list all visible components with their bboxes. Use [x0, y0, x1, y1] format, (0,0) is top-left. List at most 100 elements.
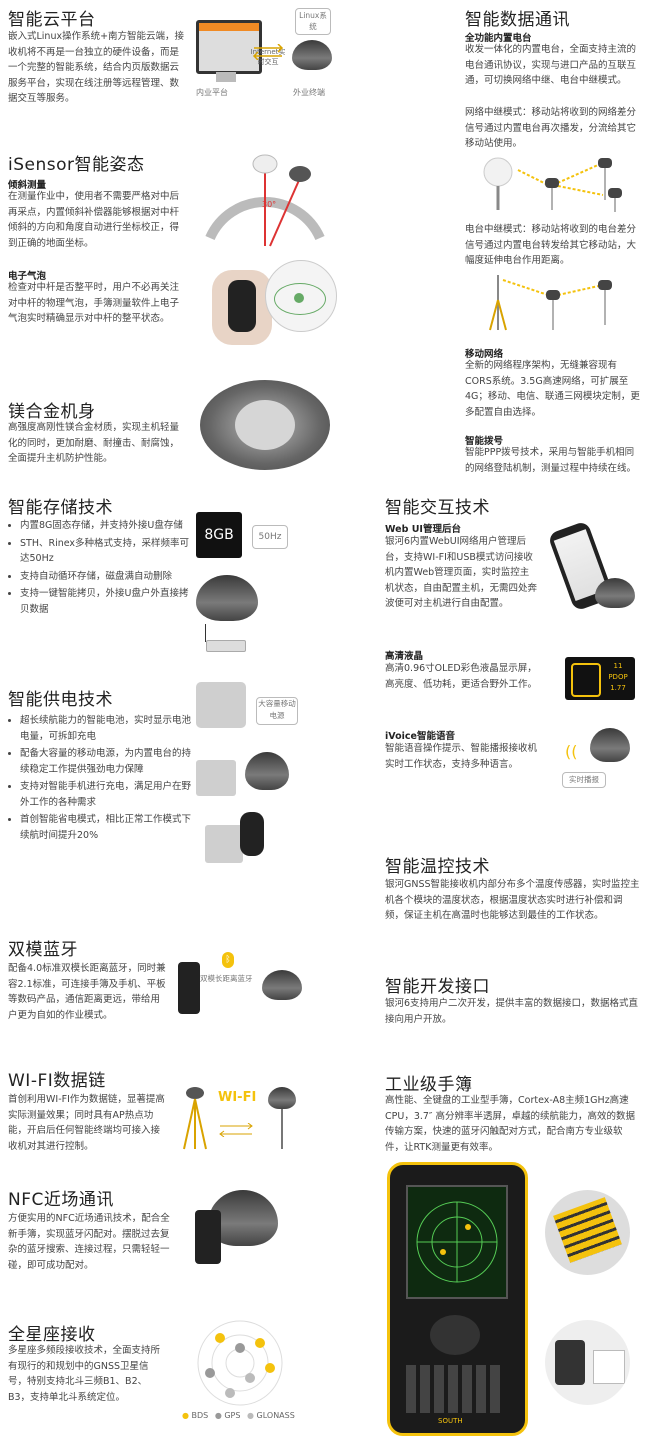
cloud-title: 智能云平台 [8, 10, 96, 30]
handheld-nfc [195, 1210, 221, 1264]
sd-card-icon: 8GB [196, 512, 242, 558]
usb-drive-icon [206, 640, 246, 652]
handheld-small [228, 280, 256, 332]
voice-tag: 实时播报 [562, 772, 606, 788]
radio-relay-text: 电台中继模式：移动站将收到的电台差分信号通过内置电台转发给其它移动站，大幅度延伸… [465, 224, 637, 266]
web-text: 银河6内置WebUI网络用户管理后台，支持WI-FI和USB模式访问接收机内置W… [385, 536, 538, 609]
storage-item: STH、Rinex多种格式支持，采样频率可达50Hz [20, 536, 192, 567]
mobile-title: 移动网络 [465, 349, 504, 360]
thermal-title: 智能温控技术 [385, 857, 490, 877]
wifi-icon: WI-FI [218, 1090, 257, 1105]
legend-glonass: GLONASS [256, 1411, 295, 1420]
alloy-text: 高强度高刚性镁合金材质，实现主机轻量化的同时，更加耐磨、耐撞击、耐腐蚀，全面提升… [8, 422, 180, 464]
storage-list: 内置8G固态存储，并支持外接U盘存储 STH、Rinex多种格式支持，采样频率可… [8, 518, 192, 619]
skyplot-diagram [190, 1318, 290, 1408]
power-item: 首创智能省电模式，相比正常工作模式下续航时间提升20% [20, 812, 192, 843]
power-item: 超长续航能力的智能电池，实时显示电池电量，可拆卸充电 [20, 713, 192, 744]
skyplot-legend: ● BDS ● GPS ● GLONASS [182, 1411, 295, 1420]
nfc-text: 方便实用的NFC近场通讯技术，配合全新手簿，实现蓝牙闪配对。摆脱过去复杂的蓝牙搜… [8, 1213, 170, 1271]
power-title: 智能供电技术 [8, 690, 113, 710]
exchange-arrows-icon [218, 1122, 254, 1138]
arrow-icon [252, 44, 284, 60]
tilt-diagram [200, 148, 330, 248]
receiver-powered-image [245, 752, 289, 790]
power-bank-tag: 大容量移动电源 [256, 697, 298, 725]
handheld-title: 工业级手簿 [385, 1075, 473, 1095]
nfc-title: NFC近场通讯 [8, 1190, 114, 1210]
radio-title: 全功能内置电台 [465, 33, 532, 44]
monitor-stand [216, 72, 236, 82]
mobile-text: 全新的网络程序架构，无缝兼容现有CORS系统。3.5G高速网络，可扩展至4G；移… [465, 360, 640, 418]
receiver-bluetooth [262, 970, 302, 1000]
bluetooth-text: 配备4.0标准双模长距离蓝牙，同时兼容2.1标准，可连接手簿及手机、平板等数码产… [8, 963, 166, 1021]
lcd-text: 高清0.96寸OLED彩色液晶显示屏，高亮度、低功耗，更适合野外工作。 [385, 663, 538, 690]
usb-cable [205, 624, 206, 642]
dev-title: 智能开发接口 [385, 977, 490, 997]
battery-image [196, 682, 246, 728]
interaction-title: 智能交互技术 [385, 498, 490, 518]
thermal-text: 银河GNSS智能接收机内部分布多个温度传感器，实时监控主机各个模块的温度状态，根… [385, 879, 640, 921]
bluetooth-icon: ᛒ [222, 952, 234, 968]
lcd-title: 高清液晶 [385, 651, 424, 662]
voice-title: iVoice智能语音 [385, 731, 455, 742]
voice-text: 智能语音操作提示、智能播报接收机实时工作状态，支持多种语言。 [385, 743, 538, 770]
keypad-closeup [545, 1190, 630, 1275]
power-list: 超长续航能力的智能电池，实时显示电池电量，可拆卸充电 配备大容量的移动电源，为内… [8, 713, 192, 845]
legend-bds: BDS [191, 1411, 209, 1420]
alloy-inner [235, 400, 295, 450]
pole [281, 1109, 283, 1149]
tilt-text: 在测量作业中，使用者不需要严格对中后再采点，内置倾斜补偿器能够根据对中杆倾斜的方… [8, 191, 180, 249]
storage-title: 智能存储技术 [8, 498, 113, 518]
oled-value-3: 1.77 [610, 684, 626, 692]
sound-wave-icon: (( [565, 742, 578, 761]
storage-item: 支持自动循环存储，磁盘满自动删除 [20, 569, 192, 585]
oled-value-2: PDOP [608, 673, 628, 681]
radio-relay-diagram [478, 270, 643, 332]
tripod-image [180, 1085, 210, 1150]
internet-tag: Internet实时交互 [250, 48, 286, 66]
handheld-bluetooth [178, 962, 200, 1014]
wifi-text: 首创利用WI-FI作为数据链，显著提高实际测量效果；同时具有AP热点功能，开启后… [8, 1094, 165, 1152]
isensor-title: iSensor智能姿态 [8, 155, 145, 175]
smartphone-charging [240, 812, 264, 856]
comm-title: 智能数据通讯 [465, 10, 570, 30]
bluetooth-tag: 双模长距离蓝牙 [200, 974, 253, 983]
storage-item: 内置8G固态存储，并支持外接U盘存储 [20, 518, 192, 534]
constellation-title: 全星座接收 [8, 1325, 96, 1345]
bubble-text: 检查对中杆是否整平时，用户不必再关注对中杆的物理气泡，手簿测量软件上电子气泡实时… [8, 282, 180, 324]
handheld-brand: SOUTH [438, 1417, 463, 1425]
power-bank-image [196, 760, 236, 796]
ppp-title: 智能拨号 [465, 436, 504, 447]
net-relay-diagram [478, 150, 643, 212]
constellation-text: 多星座多频段接收技术，全面支持所有现行的和规划中的GNSS卫星信号，特别支持北斗… [8, 1345, 161, 1403]
hz-tag: 50Hz [252, 525, 288, 549]
radio-text: 收发一体化的内置电台，全面支持主流的电台通讯协议，实现与进口产品的互联互通，可切… [465, 44, 637, 86]
web-title: Web UI管理后台 [385, 524, 461, 535]
receiver-voice [590, 728, 630, 762]
oled-display: 11 PDOP 1.77 [565, 657, 635, 700]
receiver-wifi [268, 1087, 296, 1109]
receiver-image [292, 40, 332, 70]
oled-value-1: 11 [613, 662, 623, 670]
dev-text: 银河6支持用户二次开发，提供丰富的数据接口，数据格式直接向用户开放。 [385, 998, 639, 1025]
monitor-image [196, 20, 262, 74]
alloy-title: 镁合金机身 [8, 402, 96, 422]
bluetooth-title: 双模蓝牙 [8, 940, 78, 960]
receiver-webui [595, 578, 635, 608]
legend-gps: GPS [224, 1411, 241, 1420]
ppp-text: 智能PPP拨号技术，采用与智能手机相同的网络登陆机制，测量过程中持续在线。 [465, 447, 637, 474]
cloud-text: 嵌入式Linux操作系统+南方智能云端，接收机将不再是一台独立的硬件设备，而是一… [8, 31, 185, 104]
wifi-title: WI-FI数据链 [8, 1071, 106, 1091]
charging-closeup [545, 1320, 630, 1405]
tilt-title: 倾斜测量 [8, 180, 47, 191]
power-item: 配备大容量的移动电源，为内置电台的持续稳定工作提供强劲电力保障 [20, 746, 192, 777]
handheld-text: 高性能、全键盘的工业型手簿，Cortex-A8主频1GHz高速CPU，3.7″ … [385, 1095, 635, 1153]
power-item: 支持对智能手机进行充电，满足用户在野外工作的各种需求 [20, 779, 192, 810]
label-outer: 外业终端 [293, 88, 325, 97]
storage-item: 支持一键智能拷贝，外接U盘户外直接拷贝数据 [20, 586, 192, 617]
bubble-screen [265, 260, 337, 332]
handheld-device-image: SOUTH [387, 1162, 528, 1436]
power-bank-phone-image [205, 825, 243, 863]
linux-tag: Linux系统 [295, 8, 331, 35]
bubble-title: 电子气泡 [8, 271, 47, 282]
